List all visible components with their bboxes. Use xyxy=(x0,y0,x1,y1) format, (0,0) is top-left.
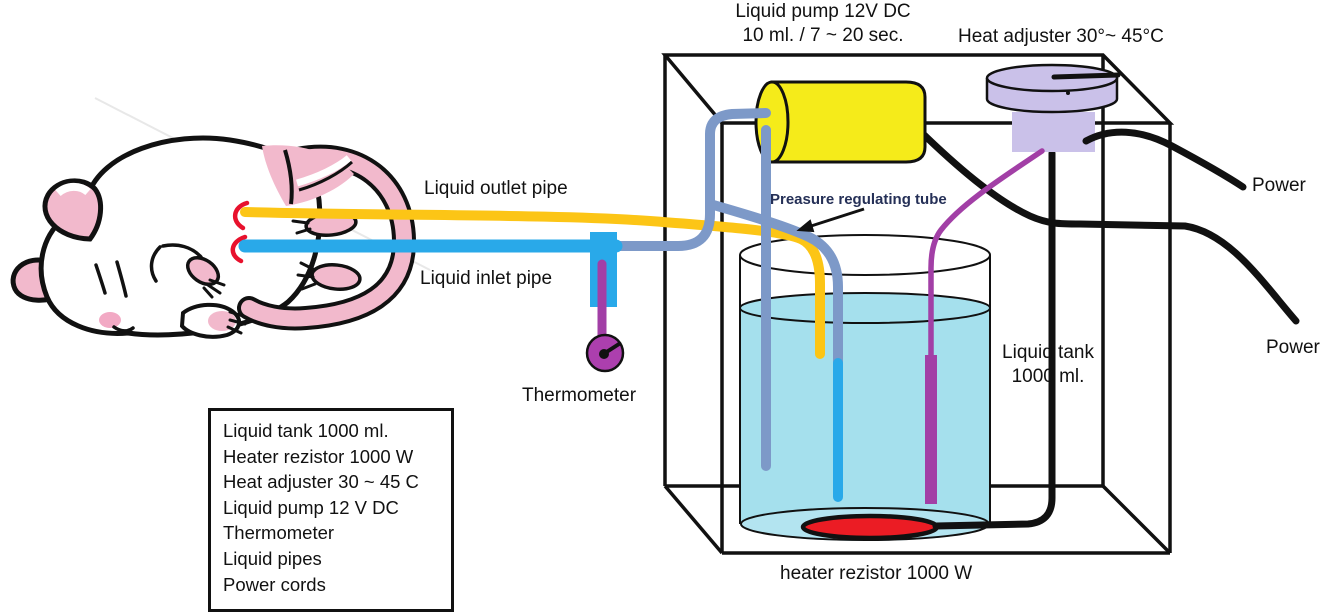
legend-item: Liquid tank 1000 ml. xyxy=(223,420,389,441)
pump-label: Liquid pump 12V DC 10 ml. / 7 ~ 20 sec. xyxy=(723,0,923,48)
mouse-rear-foot-lower-claws xyxy=(296,261,317,291)
tank-walls xyxy=(739,255,991,524)
outlet-pipe xyxy=(240,207,825,359)
heater-resistor xyxy=(800,513,940,541)
pump-output-tube xyxy=(609,108,771,251)
mouse-hind-claws xyxy=(226,310,247,335)
pressure-tube-arrow xyxy=(796,207,865,233)
pump-label-line1: Liquid pump 12V DC xyxy=(735,1,911,22)
legend-item: Liquid pump 12 V DC xyxy=(223,496,399,518)
heat-sensor-wire xyxy=(928,148,1045,361)
box-bottom-right-edge xyxy=(1101,484,1172,555)
pressure-tube-label: Preasure regulating tube xyxy=(770,191,947,208)
tank-label: Liquid tank 1000 ml. xyxy=(988,341,1108,389)
outlet-pipe-label: Liquid outlet pipe xyxy=(424,178,568,199)
legend-box: Liquid tank 1000 ml. Heater rezistor 100… xyxy=(208,408,454,612)
mouse-front-claws xyxy=(202,278,226,299)
pump-body xyxy=(770,80,927,164)
tank-label-line2: 1000 ml. xyxy=(1011,366,1085,387)
mouse-haunch xyxy=(262,145,354,206)
cannula-mark-inlet xyxy=(230,234,248,264)
legend-item: Liquid pipes xyxy=(223,547,322,569)
power-cord-bottom xyxy=(915,126,1300,325)
heat-adjuster-base xyxy=(1012,112,1095,152)
legend-item: Power cords xyxy=(223,573,326,595)
mouse-front-leg xyxy=(149,243,203,283)
heat-adjuster xyxy=(985,63,1121,152)
heater-power-cord xyxy=(932,149,1056,530)
liquid-tank xyxy=(739,234,991,541)
inlet-pipe-label: Liquid inlet pipe xyxy=(420,268,553,289)
pump-end-cap xyxy=(754,80,790,164)
tank-liquid-surface xyxy=(739,292,991,324)
mouse-haunch-line2 xyxy=(298,160,354,192)
mouse-illustration xyxy=(10,135,417,339)
heat-adjuster-label: Heat adjuster 30°~ 45°C xyxy=(958,26,1164,47)
mouse-rear-foot-lower xyxy=(310,263,362,291)
heater-label: heater rezistor 1000 W xyxy=(780,563,973,584)
tank-liquid xyxy=(740,308,990,541)
mouse-blush xyxy=(99,312,121,328)
arrow-head xyxy=(796,219,815,233)
mouse-ear-top xyxy=(42,178,104,242)
power-label-bottom: Power xyxy=(1266,337,1320,358)
pressure-regulating-tube xyxy=(705,199,843,372)
mouse-ear-top-highlight xyxy=(55,182,91,197)
mouse-haunch-line xyxy=(283,149,294,205)
mouse-eye xyxy=(94,260,128,298)
mouse-front-paw xyxy=(185,255,221,287)
tank-label-line1: Liquid tank xyxy=(1002,342,1094,363)
power-label-top: Power xyxy=(1252,175,1306,196)
legend-item: Thermometer xyxy=(223,522,335,544)
heat-adjuster-dot xyxy=(1066,91,1070,95)
thermometer-hub xyxy=(599,349,609,359)
mouse-body xyxy=(38,135,323,338)
power-cord-top xyxy=(1082,128,1247,191)
cannula-mark-outlet xyxy=(233,200,250,231)
arrow-shaft xyxy=(807,207,865,229)
thermometer-gauge xyxy=(585,259,625,373)
mouse-nose xyxy=(112,325,135,333)
mouse-haunch-highlight xyxy=(296,155,352,187)
legend-item: Heater rezistor 1000 W xyxy=(223,445,414,467)
pump-label-line2: 10 ml. / 7 ~ 20 sec. xyxy=(742,25,904,46)
thermometer-label: Thermometer xyxy=(522,385,637,406)
mouse-tail xyxy=(241,148,413,327)
legend-item: Heat adjuster 30 ~ 45 C xyxy=(223,471,419,493)
liquid-pump xyxy=(754,80,927,164)
enclosure-box xyxy=(661,53,1175,555)
box-bottom-left-edge xyxy=(663,484,724,555)
heat-adjuster-slot xyxy=(1051,72,1121,80)
